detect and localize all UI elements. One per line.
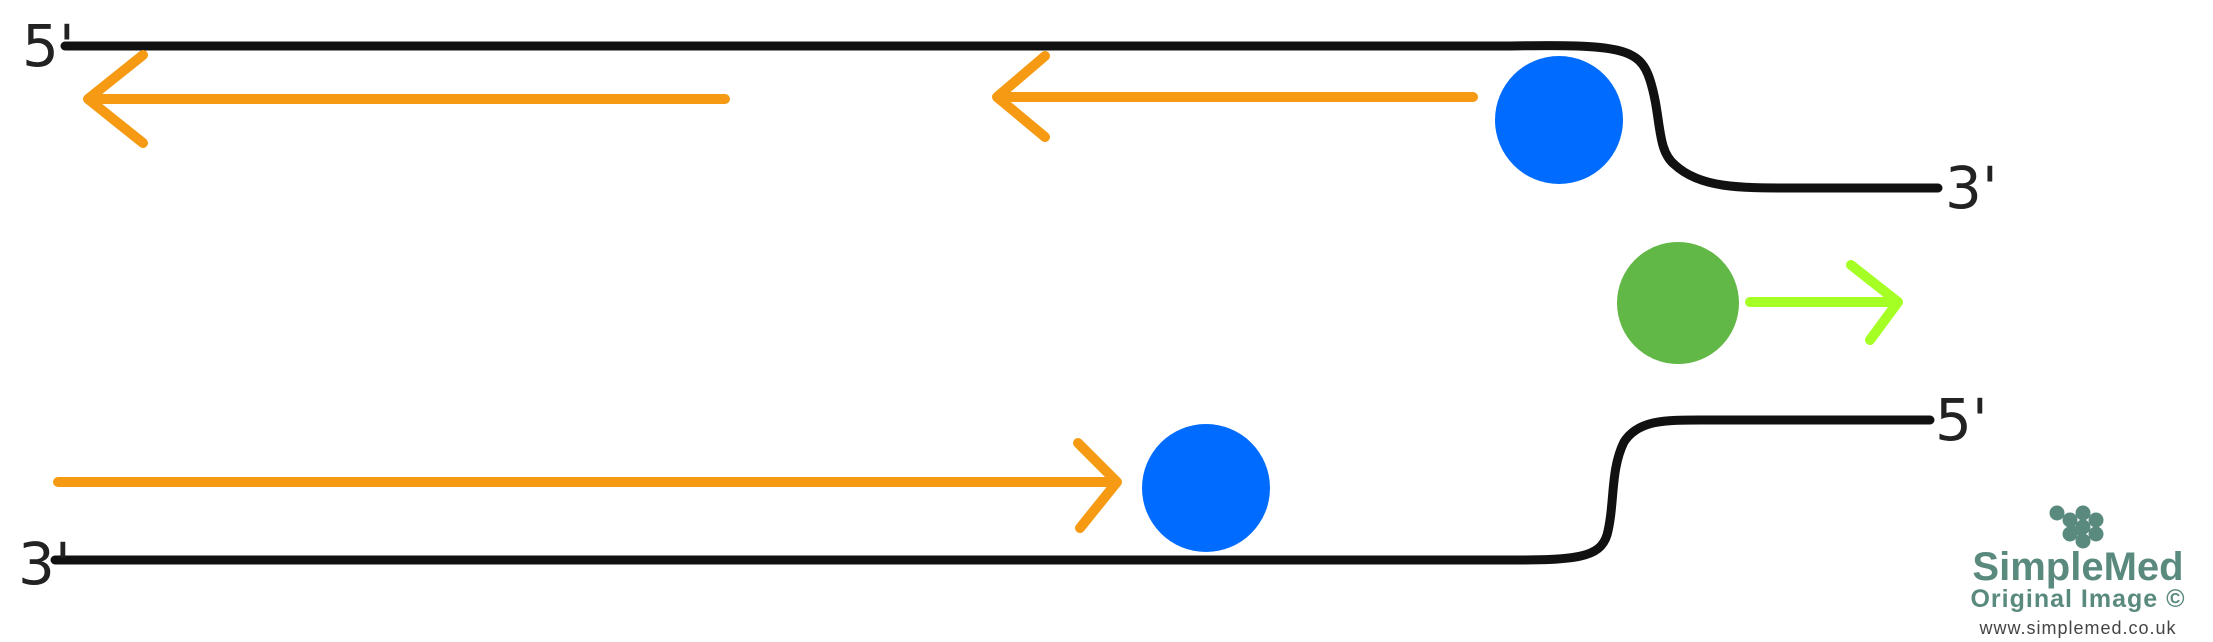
helicase-direction-arrow [1745, 260, 1903, 345]
top-polymerase-circle [1495, 56, 1623, 184]
lagging-fragment-arrow-left [83, 50, 730, 148]
bottom-polymerase-circle [1142, 424, 1270, 552]
lagging-fragment-arrow-right [992, 51, 1478, 142]
top-right-3prime-label: 3' [1945, 154, 1998, 222]
logo-subtitle: Original Image © [1970, 585, 2185, 613]
logo-url: www.simplemed.co.uk [1978, 618, 2176, 638]
top-left-5prime-label: 5' [22, 12, 75, 80]
leading-strand-arrow [53, 438, 1122, 533]
top-strand [60, 41, 1943, 193]
logo-name: SimpleMed [1972, 545, 2183, 589]
bottom-right-5prime-label: 5' [1935, 386, 1988, 454]
bottom-strand [50, 415, 1935, 565]
molecule-logo-icon [2049, 505, 2104, 549]
helicase-circle [1617, 242, 1739, 364]
bottom-left-3prime-label: 3' [18, 530, 71, 598]
simplemed-logo: SimpleMed Original Image © www.simplemed… [1970, 505, 2185, 638]
